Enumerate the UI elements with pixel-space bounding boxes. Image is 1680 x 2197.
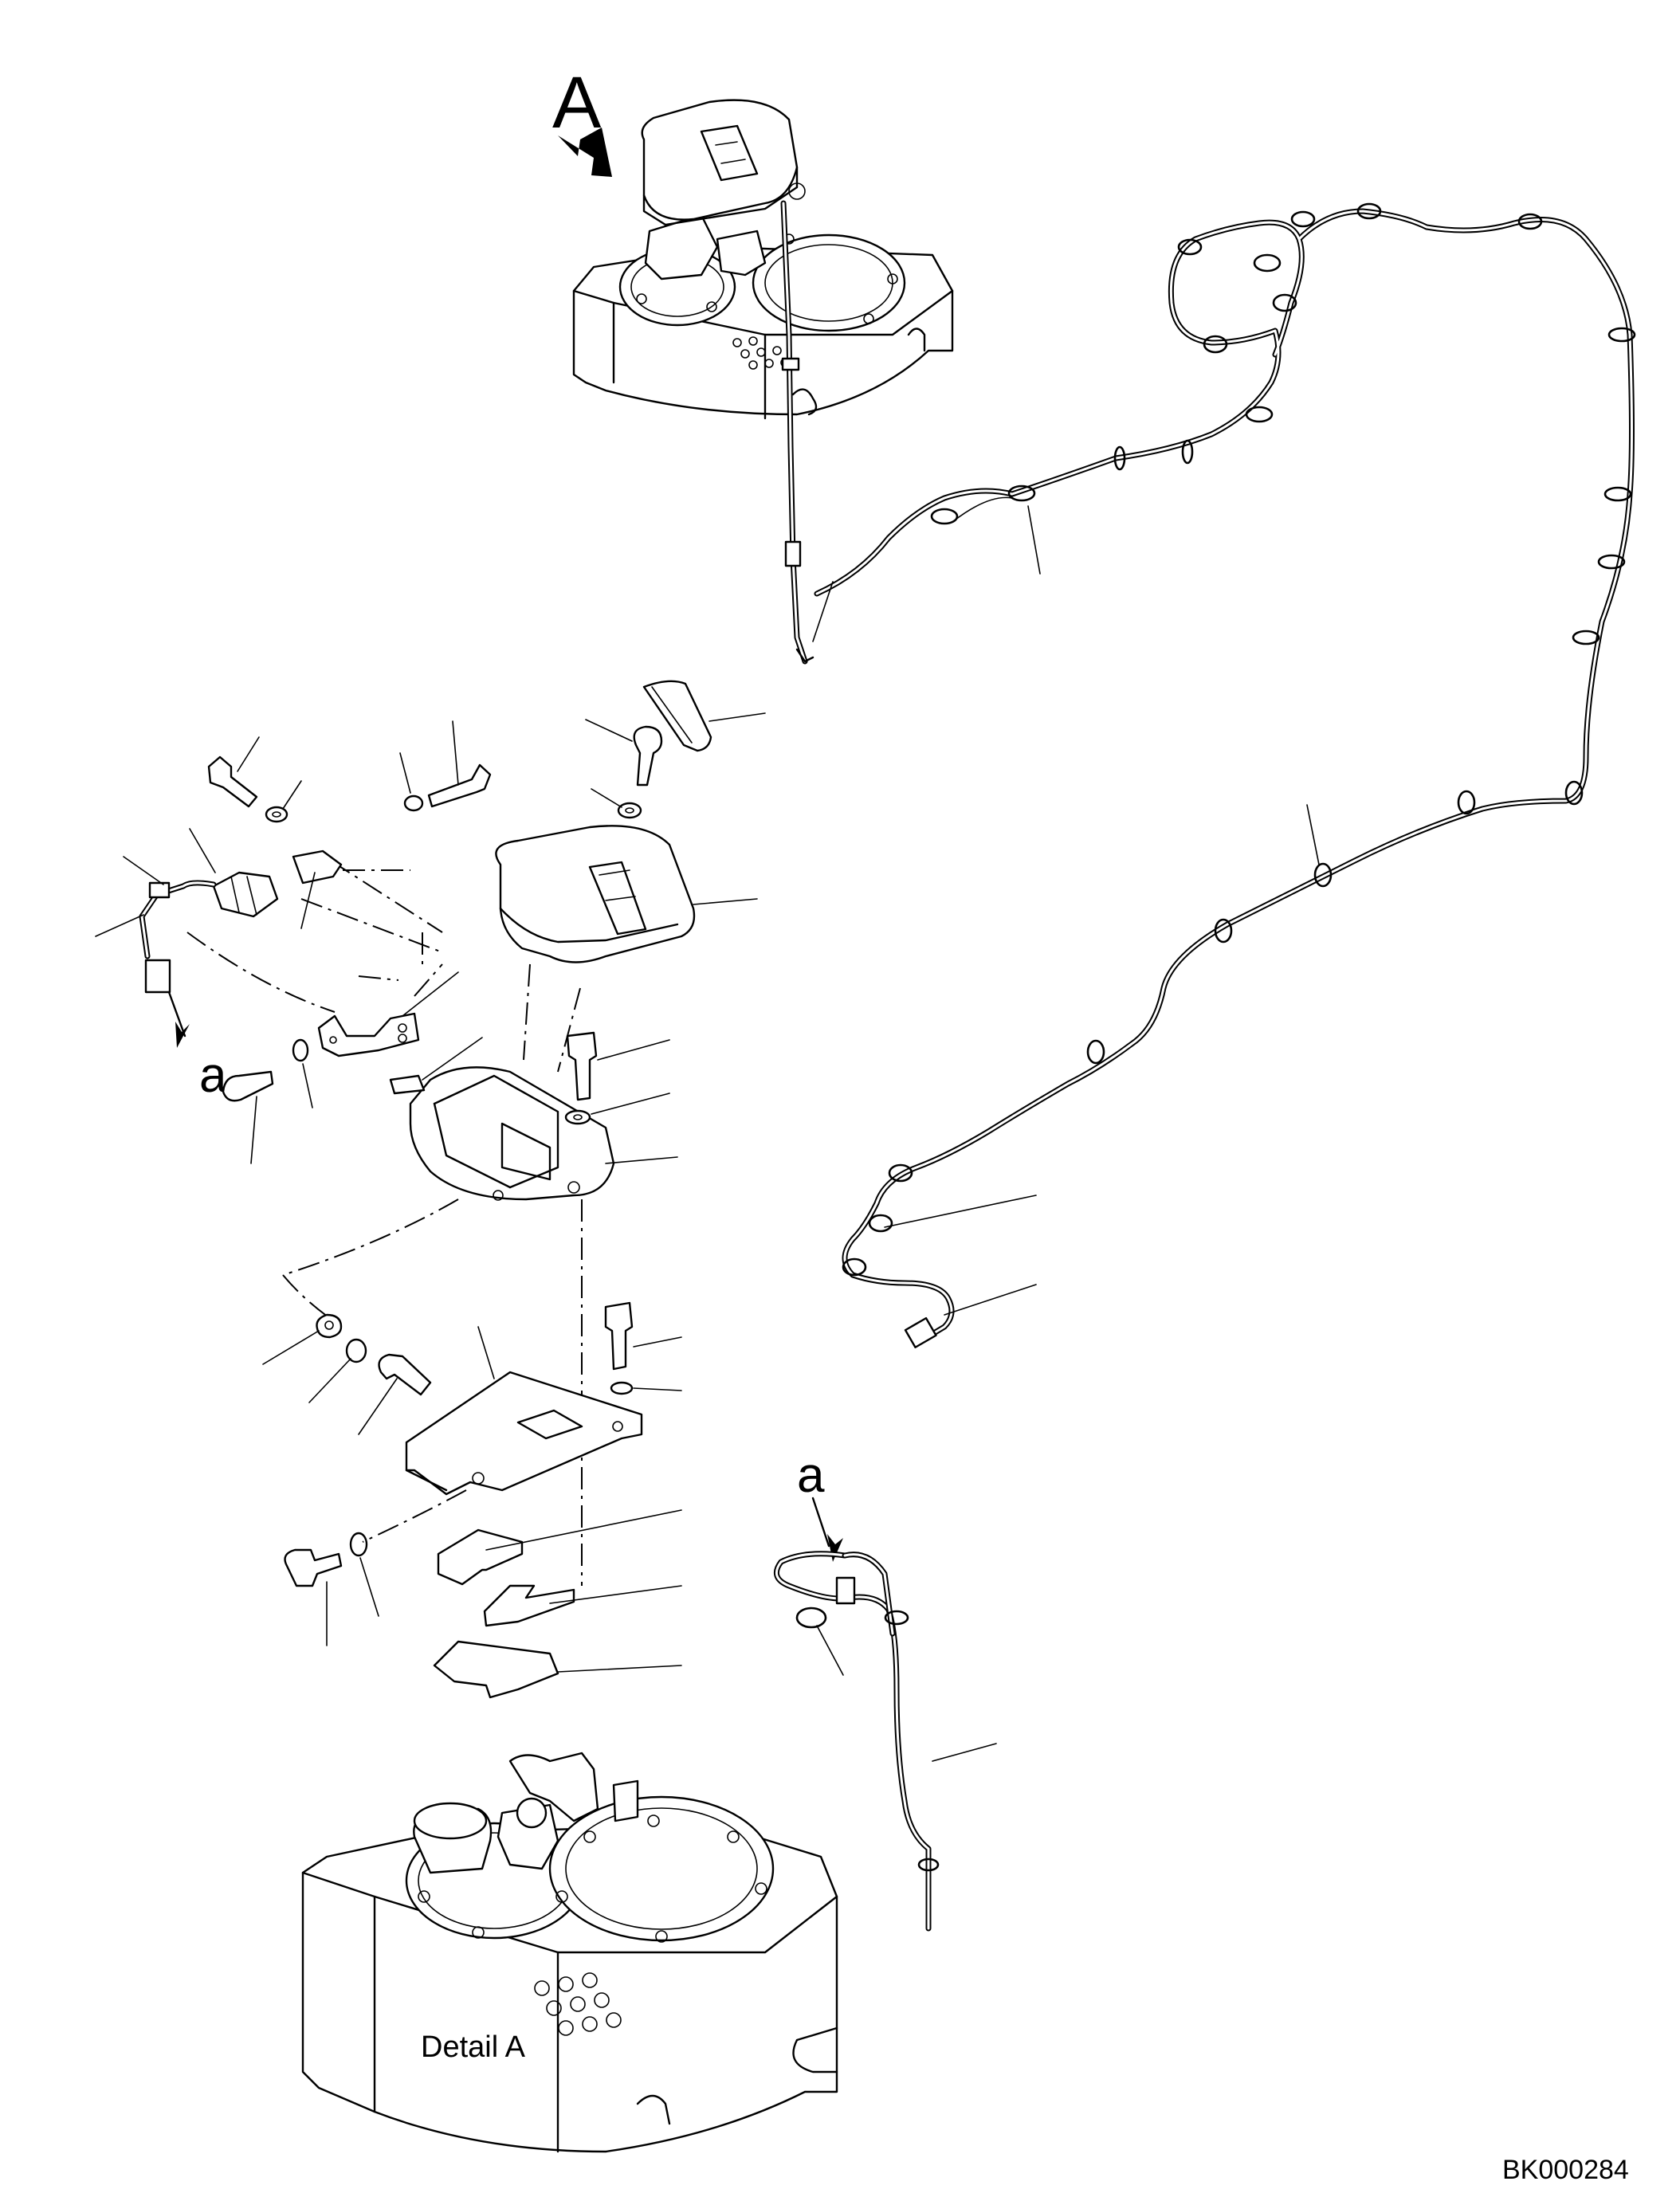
base-vent-holes [535, 1973, 621, 2035]
mount-parts [263, 1303, 681, 1697]
drawing-number: BK000284 [1502, 2155, 1629, 2185]
limit-switch [214, 873, 277, 916]
detail-caption: Detail A [421, 2030, 525, 2064]
lever-housing [410, 1067, 614, 1199]
harness-main [817, 211, 1632, 1339]
connector-harness-a: a [776, 1448, 996, 1928]
switch-parts: a [96, 721, 490, 1163]
leader-lines [952, 497, 1012, 522]
view-direction-arrow-icon [558, 128, 612, 177]
lever-cover [496, 826, 694, 962]
switch-bracket [319, 1014, 418, 1056]
overview-assembly: A [552, 62, 952, 661]
view-label-a: A [552, 62, 602, 143]
wiring-harness [813, 204, 1635, 1348]
knob-cover-parts [187, 681, 765, 1586]
connector-label-a-left: a [199, 1048, 227, 1103]
harness-clips [843, 204, 1635, 1275]
mounting-plate [406, 1372, 642, 1494]
detail-a-base [303, 1753, 837, 2152]
connector-label-a-right: a [797, 1448, 825, 1503]
base-bolts [418, 1815, 767, 1942]
